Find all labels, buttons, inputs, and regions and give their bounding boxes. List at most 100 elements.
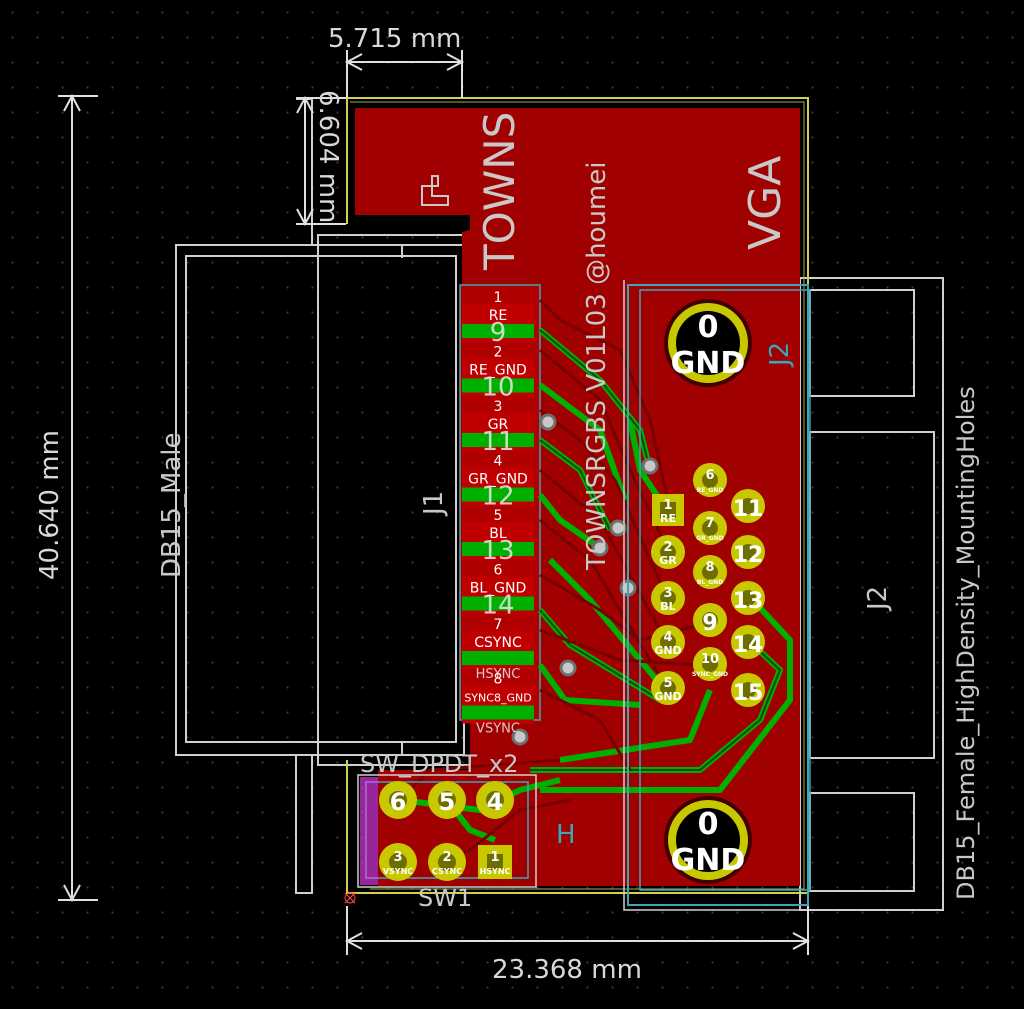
- j2-silk-ref: J2: [765, 342, 795, 368]
- j1-pad-overlay: VSYNC: [476, 722, 520, 737]
- j1-pad-number: 7: [494, 617, 503, 633]
- j1-pad-overlay: HSYNC: [476, 667, 521, 682]
- vga-pin-number: 8: [705, 560, 714, 575]
- vga-pin-label: GR_GND: [696, 535, 723, 542]
- vga-pin-number: 6: [705, 468, 714, 483]
- vga-pin-number: 14: [733, 633, 764, 658]
- sw1-outline: [357, 774, 537, 888]
- switch-pin-label: VSYNC: [383, 867, 413, 876]
- vga-pin-label: SYNC_GND: [692, 671, 728, 678]
- credit-text: TOWNSRGBS V01L03 @houmei: [582, 162, 612, 571]
- switch-pin-label: CSYNC: [432, 867, 462, 876]
- j1-pad-number: 5: [494, 508, 503, 524]
- j1-pad: 6BL_GND: [462, 563, 534, 615]
- j1-pad-name: CSYNC: [474, 635, 522, 651]
- j1-pad-overlay: 12: [481, 482, 514, 512]
- switch-pin-label: HSYNC: [480, 867, 511, 876]
- vga-pin-number: 7: [705, 516, 714, 531]
- sw-value: SW_DPDT_x2: [360, 750, 519, 778]
- j1-pads: 1RE2RE_GND3GR4GR_GND5BL6BL_GND7CSYNC8SYN…: [462, 290, 534, 737]
- j1-pad: 2RE_GND: [462, 345, 534, 397]
- vga-pin: 14: [731, 625, 765, 659]
- j1-pad-name: RE: [489, 308, 508, 324]
- vga-pin: 3BL: [651, 581, 685, 615]
- switch-pin: 4: [476, 781, 514, 819]
- vga-pin-number: 2: [663, 540, 672, 555]
- switch-pin-number: 5: [439, 788, 456, 816]
- vga-pin: 12: [731, 535, 765, 569]
- dim-total-height: 40.640 mm: [35, 430, 65, 580]
- j1-pad: 5BL: [462, 508, 534, 560]
- j1-pad-number: 2: [494, 345, 503, 361]
- j1-pad-number: 6: [494, 563, 503, 579]
- vga-pin-number: 13: [733, 589, 764, 614]
- j2-ref: J2: [863, 586, 893, 612]
- switch-pin: 5: [428, 781, 466, 819]
- vga-pin: 11: [731, 489, 765, 523]
- vga-pin: 1RE: [652, 494, 684, 526]
- j1-pad-name: GR: [488, 417, 509, 433]
- vga-pin-label: GR: [659, 554, 677, 567]
- j1-pad: 3GR: [462, 399, 534, 451]
- vga-pin-number: 15: [733, 681, 764, 706]
- j1-pad-number: 1: [494, 290, 503, 306]
- vga-pin: 6RE_GND: [693, 463, 727, 497]
- switch-pin-number: 2: [442, 850, 451, 865]
- j1-pad-number: 3: [494, 399, 503, 415]
- switch-pin: 6: [379, 781, 417, 819]
- vga-pin: 8BL_GND: [693, 555, 727, 589]
- h-marker-text: H: [556, 820, 576, 850]
- j1-pad-name: BL_GND: [470, 581, 527, 597]
- j1-pad-overlay: 11: [481, 427, 514, 457]
- vga-pin-number: 10: [701, 652, 719, 667]
- switch-pin-number: 6: [390, 788, 407, 816]
- vga-pin: 2GR: [651, 535, 685, 569]
- vga-pin-label: RE_GND: [697, 487, 724, 494]
- j1-pad-overlay: 9: [490, 318, 507, 348]
- vga-pin-number: 4: [663, 630, 672, 645]
- vga-pin: 15: [731, 673, 765, 707]
- j1-pad-overlay: 10: [481, 373, 514, 403]
- mounting-hole-label: GND: [671, 346, 746, 381]
- vga-pin: 9: [693, 603, 727, 637]
- j1-pad-name: RE_GND: [469, 363, 527, 379]
- vga-pin-number: 12: [733, 543, 764, 568]
- dim-total-width: 23.368 mm: [492, 955, 642, 985]
- j1-pad-name: SYNC8_GND: [464, 692, 531, 705]
- vga-pin: 13: [731, 581, 765, 615]
- dimension-lines: [58, 50, 811, 955]
- vga-pin-number: 3: [663, 586, 672, 601]
- vga-pin-label: GND: [654, 690, 681, 703]
- mounting-hole-number: 0: [698, 310, 719, 345]
- j1-pad-number: 4: [494, 454, 503, 470]
- j1-ref: J1: [419, 491, 449, 517]
- dim-top-width: 5.715 mm: [328, 24, 461, 54]
- vga-pin-number: 5: [663, 676, 672, 691]
- j1-pad: 1RE: [462, 290, 534, 342]
- j1-pad-overlay: 13: [481, 536, 514, 566]
- sw1-ref: SW1: [418, 884, 472, 912]
- j1-value: DB15_Male: [157, 432, 187, 578]
- mounting-hole-label: GND: [671, 843, 746, 878]
- vga-pin-label: RE: [660, 512, 676, 525]
- j1-pad-overlay: 14: [481, 591, 514, 621]
- vga-pin-number: 11: [733, 497, 764, 522]
- vga-pin-label: GND: [654, 644, 681, 657]
- j2-value: DB15_Female_HighDensity_MountingHoles: [952, 386, 980, 900]
- vga-pin-number: 9: [702, 611, 717, 636]
- towns-text: TOWNS: [475, 112, 524, 271]
